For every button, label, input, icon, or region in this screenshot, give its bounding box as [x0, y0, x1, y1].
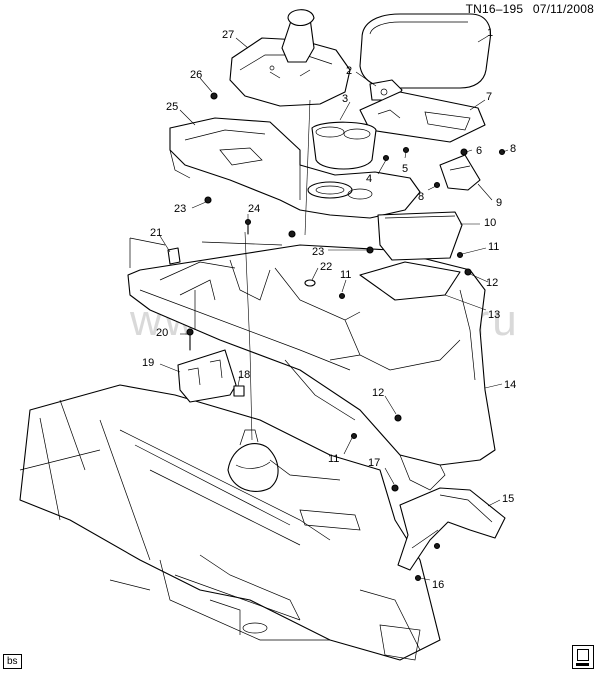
illustration-date: 07/11/2008	[532, 2, 594, 16]
clip-part-22	[304, 279, 316, 287]
callout-9: 9	[496, 197, 502, 209]
callout-24: 24	[248, 203, 260, 215]
console-upper-trim	[169, 117, 421, 219]
callout-8a: 8	[510, 143, 516, 155]
callout-5: 5	[402, 163, 408, 175]
callout-labels: 1 2 3 4 5 6 7 8 8 9 10 11 11 11 12 12 13…	[142, 27, 516, 591]
armrest-lid	[359, 13, 492, 89]
callout-27: 27	[222, 29, 234, 41]
callout-23a: 23	[174, 203, 186, 215]
reference-outlines	[129, 237, 283, 268]
storage-bin	[377, 211, 463, 261]
shift-boot-assembly	[229, 9, 351, 107]
callout-23b: 23	[312, 246, 324, 258]
illustration-code: TN16–195	[465, 2, 524, 16]
screw-part-26	[210, 92, 218, 100]
callout-13: 13	[488, 309, 500, 321]
callout-12b: 12	[372, 387, 384, 399]
clip-part-21	[167, 247, 181, 265]
bin-mat	[359, 261, 461, 301]
screw-part-24	[244, 218, 252, 235]
floor-shifter-boot	[227, 429, 279, 492]
leader-lines	[159, 35, 509, 581]
footer-tag: bs	[3, 654, 22, 669]
callout-26: 26	[190, 69, 202, 81]
console-body	[127, 244, 496, 491]
callout-2: 2	[346, 65, 352, 77]
callout-25: 25	[166, 101, 178, 113]
console-bracket-rear	[397, 487, 506, 571]
bolt-part-20	[186, 328, 194, 351]
manual-book-icon	[572, 645, 594, 669]
callout-8b: 8	[418, 191, 424, 203]
diagram-header: TN16–195 07/11/2008	[460, 2, 594, 16]
callout-11b: 11	[340, 269, 351, 281]
callout-15: 15	[502, 493, 514, 505]
callout-19: 19	[142, 357, 154, 369]
callout-22: 22	[320, 261, 332, 273]
callout-18: 18	[238, 369, 250, 381]
callout-12a: 12	[486, 277, 498, 289]
callout-4: 4	[366, 173, 372, 185]
callout-20: 20	[156, 327, 168, 339]
vehicle-floor-pan	[19, 384, 441, 661]
clip-part-18	[233, 385, 245, 397]
console-bracket-left	[177, 349, 237, 403]
callout-10: 10	[484, 217, 496, 229]
callout-16: 16	[432, 579, 444, 591]
callout-17: 17	[368, 457, 380, 469]
callout-7: 7	[486, 91, 492, 103]
callout-14: 14	[504, 379, 516, 391]
latch-bracket	[439, 154, 481, 191]
callout-21: 21	[150, 227, 162, 239]
callout-11c: 11	[328, 453, 339, 465]
cupholder-insert	[311, 121, 377, 170]
callout-6: 6	[476, 145, 482, 157]
callout-1: 1	[487, 27, 493, 39]
callout-3: 3	[342, 93, 348, 105]
callout-11a: 11	[488, 241, 499, 253]
